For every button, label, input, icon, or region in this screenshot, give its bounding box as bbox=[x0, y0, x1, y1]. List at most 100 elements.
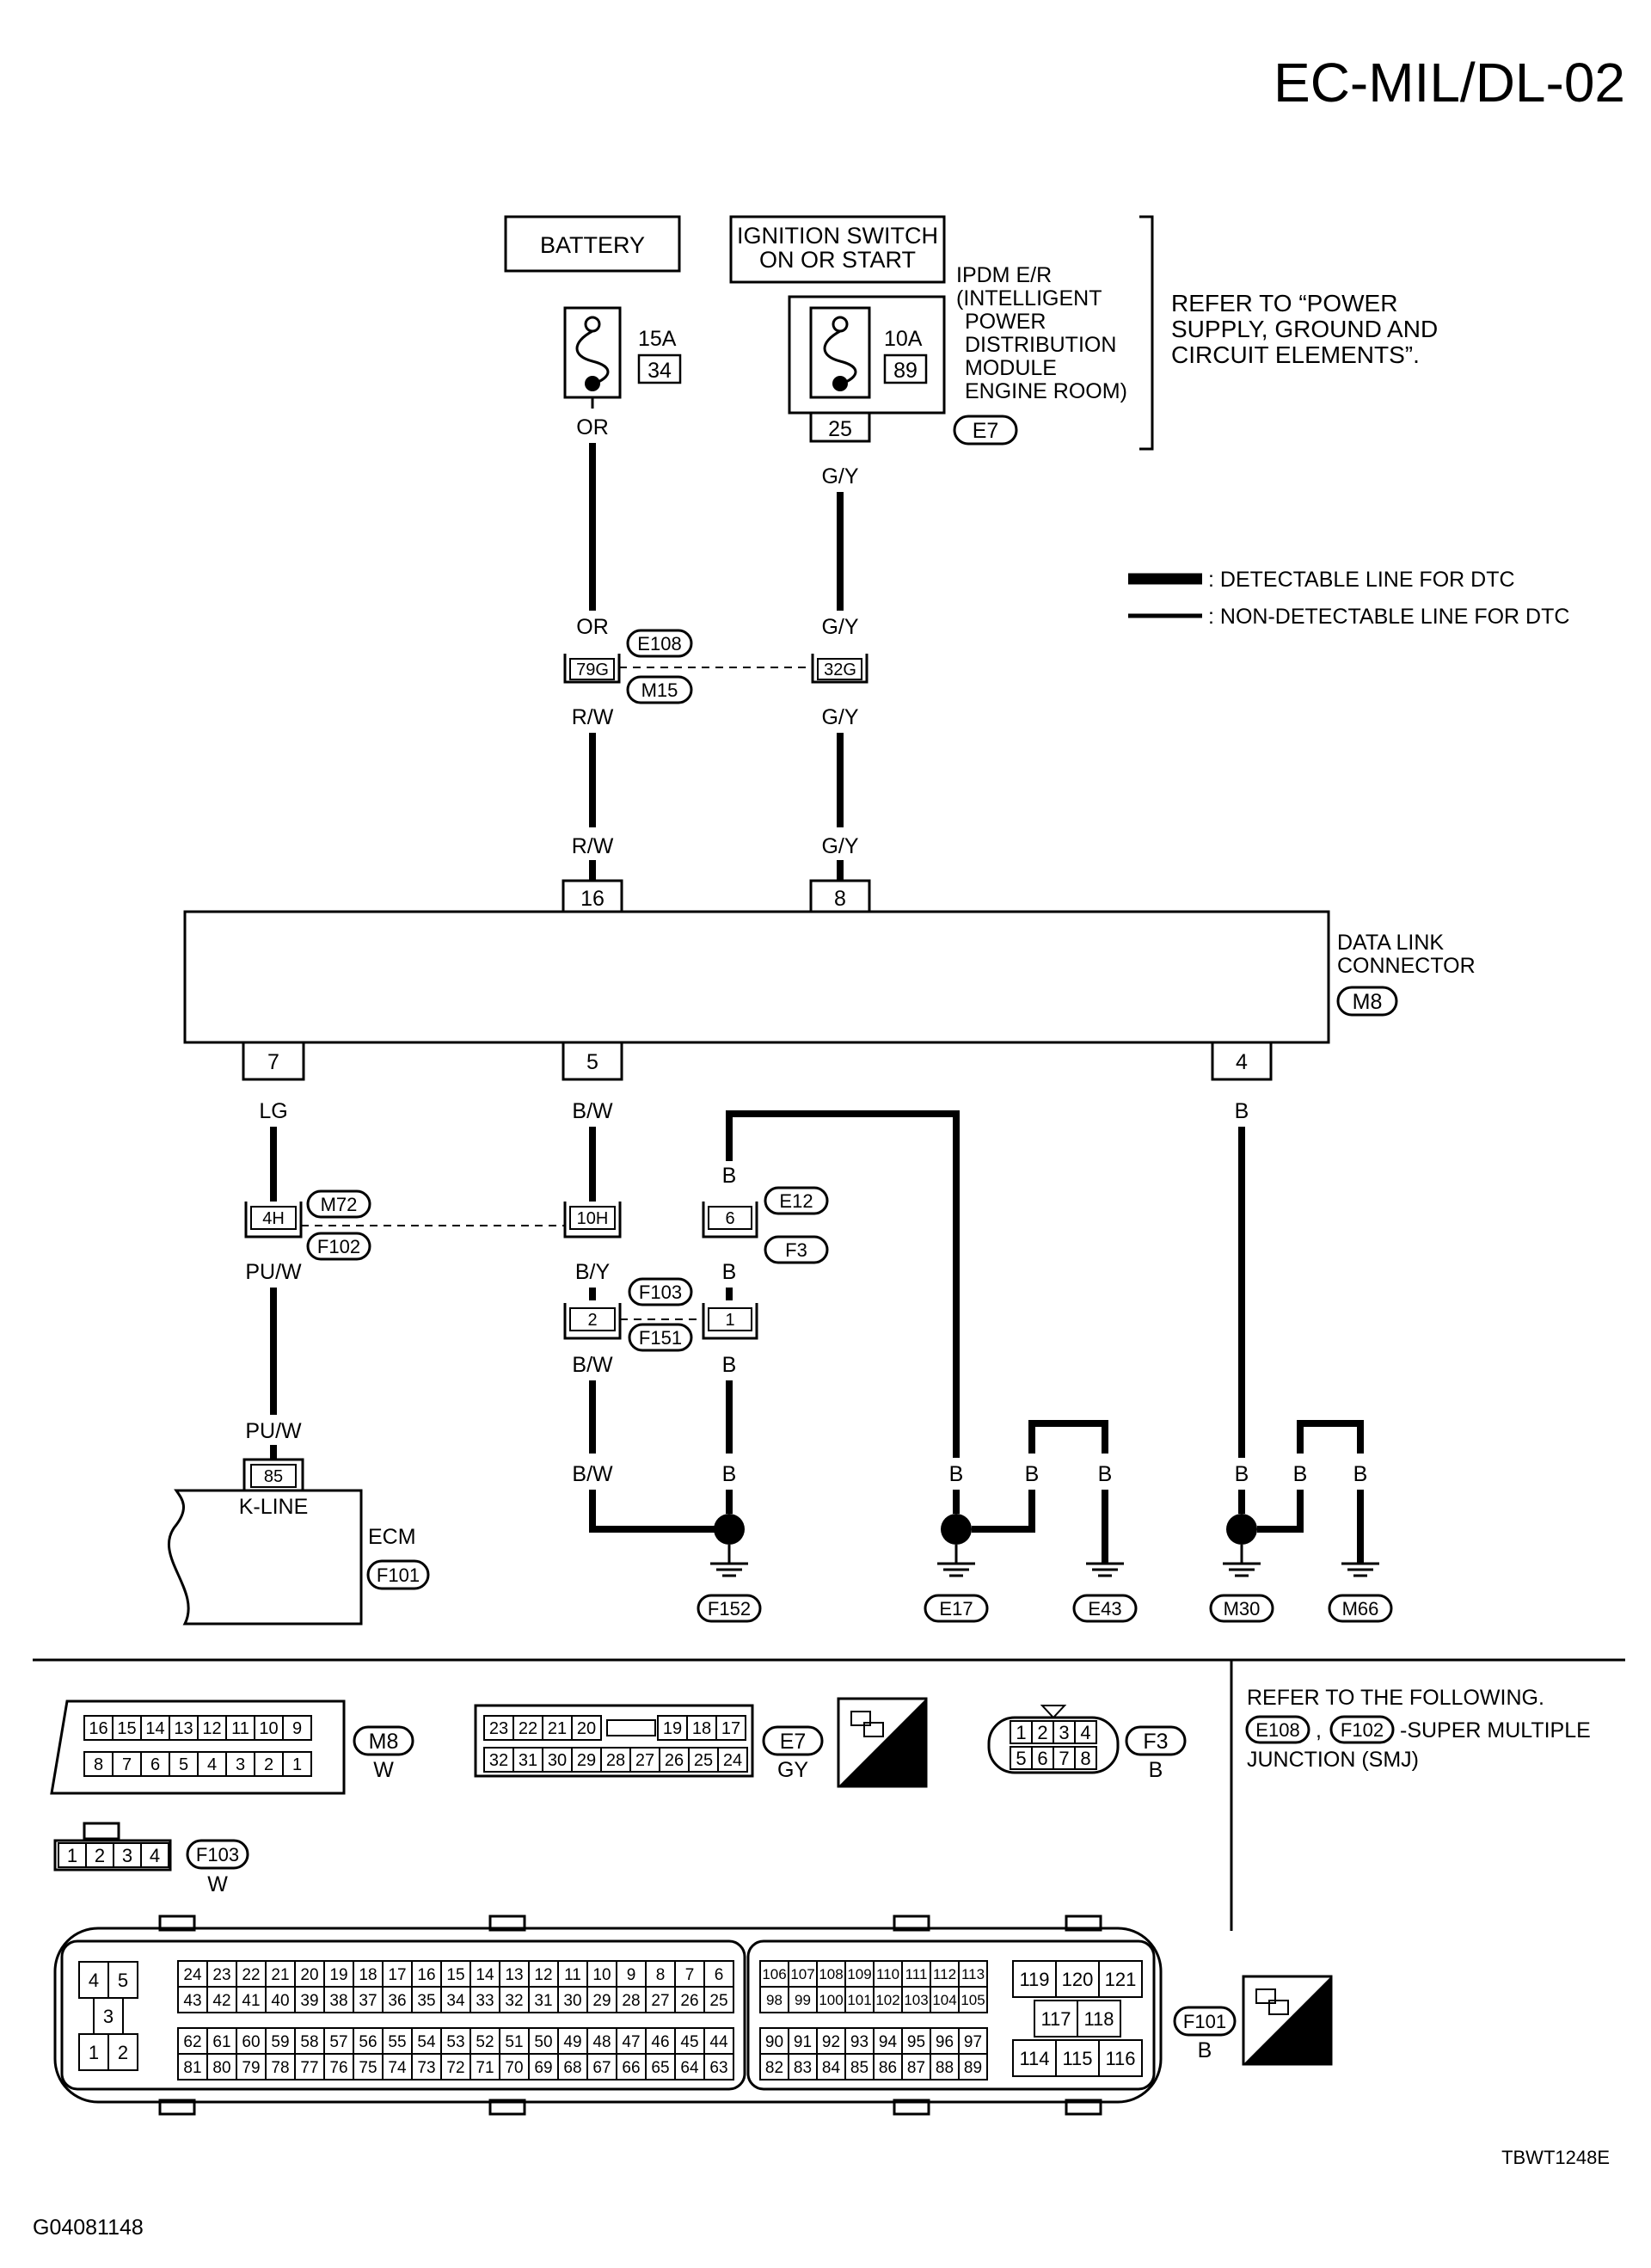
pin-89: 89 bbox=[964, 2059, 982, 2077]
ground-e43: E43 bbox=[1072, 1562, 1138, 1623]
svg-text:MODULE: MODULE bbox=[965, 356, 1057, 380]
svg-text:R/W: R/W bbox=[572, 705, 614, 729]
pin-81: 81 bbox=[183, 2059, 201, 2077]
pin-2: 2 bbox=[95, 1845, 105, 1866]
pin-41: 41 bbox=[242, 1992, 260, 2010]
svg-text:M15: M15 bbox=[641, 679, 678, 701]
pin-93: 93 bbox=[850, 2033, 868, 2051]
pin-6: 6 bbox=[150, 1755, 160, 1774]
pin-76: 76 bbox=[329, 2059, 347, 2077]
pin-111: 111 bbox=[905, 1966, 928, 1982]
svg-text:34: 34 bbox=[648, 359, 672, 383]
svg-text:PU/W: PU/W bbox=[245, 1419, 302, 1443]
pin-4: 4 bbox=[1080, 1722, 1090, 1743]
pin-16: 16 bbox=[417, 1966, 435, 1984]
pin-37: 37 bbox=[359, 1992, 377, 2010]
svg-text:CONNECTOR: CONNECTOR bbox=[1337, 954, 1476, 978]
pin-11: 11 bbox=[564, 1966, 581, 1984]
pin-114: 114 bbox=[1019, 2048, 1049, 2069]
svg-text:F103: F103 bbox=[196, 1844, 239, 1865]
svg-text:1: 1 bbox=[725, 1311, 734, 1330]
svg-text:PU/W: PU/W bbox=[245, 1260, 302, 1284]
svg-text:IPDM E/R: IPDM E/R bbox=[956, 263, 1052, 287]
pin-7: 7 bbox=[685, 1966, 695, 1984]
pin-119: 119 bbox=[1019, 1969, 1049, 1990]
dlc-label: DATA LINK CONNECTOR M8 bbox=[1336, 931, 1476, 1017]
pin-1: 1 bbox=[67, 1845, 77, 1866]
pin-107: 107 bbox=[790, 1966, 814, 1982]
pin-88: 88 bbox=[936, 2059, 954, 2077]
pin-74: 74 bbox=[388, 2059, 407, 2077]
svg-text:15A: 15A bbox=[638, 327, 677, 351]
pin-98: 98 bbox=[766, 1992, 783, 2008]
svg-text:8: 8 bbox=[834, 887, 846, 911]
svg-text:E43: E43 bbox=[1088, 1598, 1121, 1620]
pin-29: 29 bbox=[592, 1992, 611, 2010]
pin-25: 25 bbox=[709, 1992, 727, 2010]
svg-text:E17: E17 bbox=[939, 1598, 973, 1620]
pin-3: 3 bbox=[1059, 1722, 1069, 1743]
pin-46: 46 bbox=[651, 2033, 669, 2051]
svg-text:H.S.: H.S. bbox=[1274, 2031, 1324, 2060]
connector-f151-pin-1: 1 bbox=[702, 1303, 758, 1340]
wire-bw-ground bbox=[589, 1490, 729, 1533]
pin-32: 32 bbox=[505, 1992, 523, 2010]
svg-text:REFER TO “POWER: REFER TO “POWER bbox=[1171, 290, 1397, 317]
pin-104: 104 bbox=[932, 1992, 956, 2008]
pin-63: 63 bbox=[709, 2059, 727, 2077]
pin-85: 85 bbox=[850, 2059, 868, 2077]
svg-text:,: , bbox=[1316, 1718, 1322, 1742]
svg-text:OR: OR bbox=[576, 415, 609, 439]
svg-text:E12: E12 bbox=[779, 1190, 813, 1212]
pin-38: 38 bbox=[329, 1992, 347, 2010]
svg-text:G/Y: G/Y bbox=[821, 705, 858, 729]
pin-82: 82 bbox=[765, 2059, 783, 2077]
pin-94: 94 bbox=[879, 2033, 898, 2051]
pin-48: 48 bbox=[592, 2033, 611, 2051]
svg-text:R/W: R/W bbox=[572, 834, 614, 858]
pin-12: 12 bbox=[534, 1966, 552, 1984]
ipdm-label: IPDM E/R (INTELLIGENT POWER DISTRIBUTION… bbox=[956, 263, 1127, 403]
pin-16: 16 bbox=[89, 1719, 107, 1738]
pin-87: 87 bbox=[907, 2059, 925, 2077]
svg-text:B/Y: B/Y bbox=[575, 1260, 611, 1284]
svg-text:B: B bbox=[1098, 1462, 1113, 1486]
svg-text:K-LINE: K-LINE bbox=[239, 1495, 309, 1519]
pin-73: 73 bbox=[417, 2059, 435, 2077]
pin-2: 2 bbox=[1037, 1722, 1047, 1743]
pin-106: 106 bbox=[762, 1966, 786, 1982]
pin-67: 67 bbox=[592, 2059, 611, 2077]
pin-6: 6 bbox=[715, 1966, 724, 1984]
pin-14: 14 bbox=[145, 1719, 164, 1738]
pin-1: 1 bbox=[292, 1755, 302, 1774]
pin-21: 21 bbox=[271, 1966, 289, 1984]
hs-badge-icon: H.S. bbox=[837, 1697, 928, 1788]
pin-3: 3 bbox=[103, 2006, 114, 2027]
pin-102: 102 bbox=[875, 1992, 899, 2008]
ground-f152: F152 bbox=[697, 1514, 762, 1623]
pin-116: 116 bbox=[1105, 2048, 1135, 2069]
fuse-15a bbox=[563, 306, 622, 399]
svg-text:OR: OR bbox=[576, 615, 609, 639]
pin-100: 100 bbox=[819, 1992, 843, 2008]
pin-30: 30 bbox=[548, 1751, 567, 1770]
svg-text:25: 25 bbox=[828, 417, 852, 441]
svg-text:IGNITION SWITCH: IGNITION SWITCH bbox=[737, 223, 938, 249]
pin-4: 4 bbox=[207, 1755, 217, 1774]
pin-5: 5 bbox=[179, 1755, 188, 1774]
pin-92: 92 bbox=[822, 2033, 840, 2051]
smj-connector-10h: 10H bbox=[563, 1202, 622, 1238]
svg-text:F102: F102 bbox=[1341, 1719, 1384, 1741]
pin-27: 27 bbox=[635, 1751, 654, 1770]
pin-1: 1 bbox=[1016, 1722, 1026, 1743]
pin-95: 95 bbox=[907, 2033, 925, 2051]
figure-code: TBWT1248E bbox=[1501, 2147, 1610, 2168]
pin-19: 19 bbox=[329, 1966, 347, 1984]
pin-23: 23 bbox=[212, 1966, 230, 1984]
smj-connector-4h: 4H bbox=[244, 1202, 303, 1238]
pin-84: 84 bbox=[822, 2059, 841, 2077]
pin-25: 25 bbox=[694, 1751, 713, 1770]
pin-70: 70 bbox=[505, 2059, 523, 2077]
svg-text:E7: E7 bbox=[973, 419, 999, 443]
svg-text:: NON-DETECTABLE LINE FOR DTC: : NON-DETECTABLE LINE FOR DTC bbox=[1208, 605, 1569, 629]
